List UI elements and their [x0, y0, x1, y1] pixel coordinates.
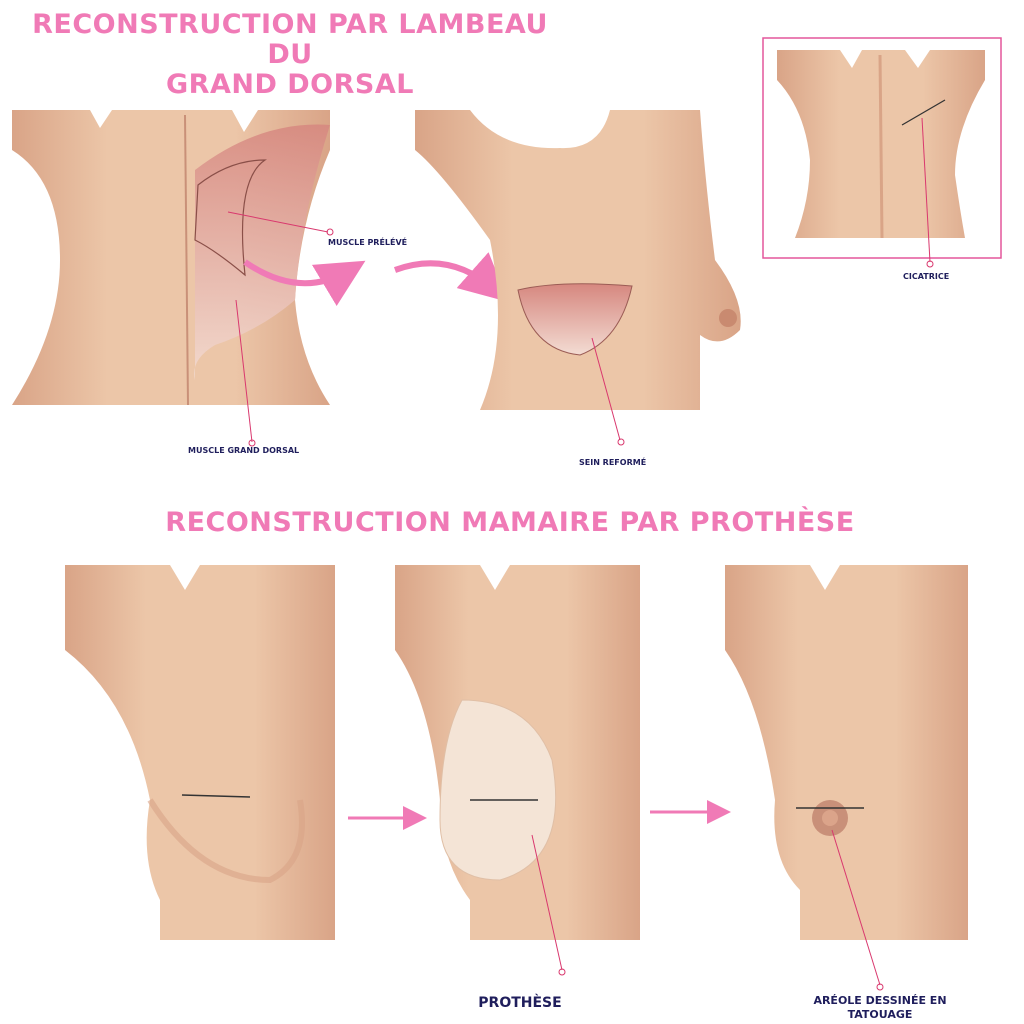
chest-illustration [393, 110, 741, 446]
title-line: GRAND DORSAL [166, 69, 414, 100]
section2-title: RECONSTRUCTION MAMAIRE PAR PROTHÈSE [165, 507, 855, 538]
inset-frame [762, 37, 1002, 259]
label-areole: ARÉOLE DESSINÉE EN TATOUAGE [780, 994, 980, 1022]
label-muscle-grand-dorsal: MUSCLE GRAND DORSAL [188, 446, 300, 455]
tattoo-illustration [725, 565, 968, 991]
label-muscle-preleve: MUSCLE PRÉLÉVÉ [328, 238, 408, 247]
label-cicatrice: CICATRICE [903, 272, 950, 281]
title-line: RECONSTRUCTION PAR LAMBEAU DU [32, 9, 548, 70]
label-sein-reforme: SEIN REFORMÉ [579, 458, 647, 467]
back-illustration [12, 110, 366, 406]
back-scar-illustration [777, 50, 985, 268]
label-line: TATOUAGE [847, 1008, 913, 1021]
implant-illustration [395, 565, 640, 976]
section1-title: RECONSTRUCTION PAR LAMBEAU DU GRAND DORS… [20, 10, 560, 100]
label-line: ARÉOLE DESSINÉE EN [813, 994, 947, 1007]
before-illustration [65, 565, 335, 940]
label-prothese: PROTHÈSE [478, 995, 562, 1011]
